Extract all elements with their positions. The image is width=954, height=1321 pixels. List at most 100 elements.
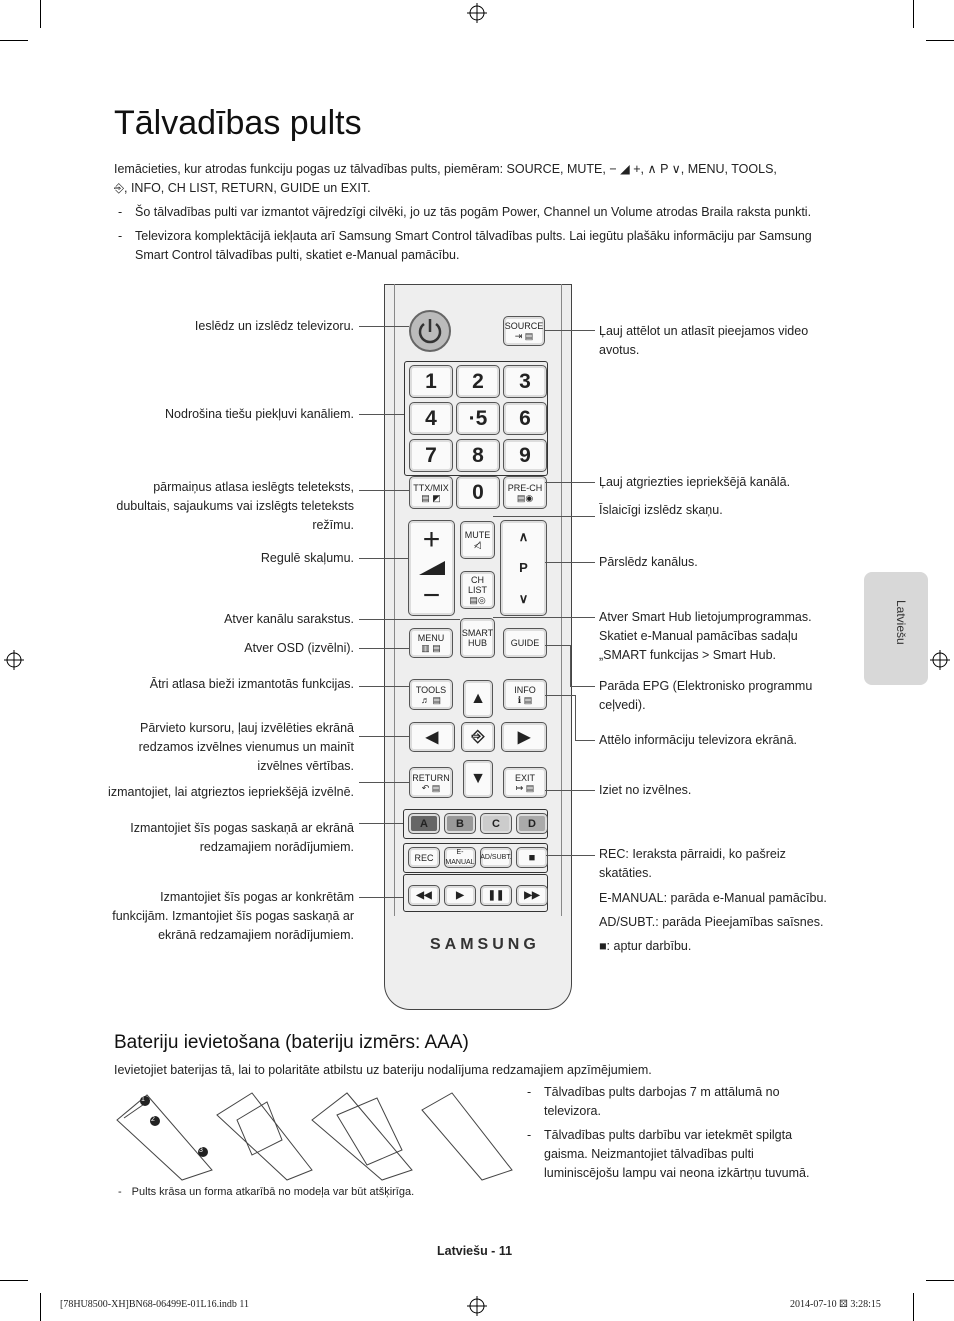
- ad-subt-button[interactable]: AD/SUBT.: [480, 847, 512, 868]
- arrow-right-button[interactable]: ▶: [501, 722, 547, 752]
- color-button-b[interactable]: B: [444, 813, 476, 834]
- callout-label: Ātri atlasa bieži izmantotās funkcijas.: [149, 677, 354, 691]
- volume-up-icon: +: [422, 523, 441, 556]
- callout-label: Izmantojiet šīs pogas ar konkrētām funkc…: [112, 890, 354, 942]
- ttx-mix-button[interactable]: TTX/MIX▤ ◩: [409, 476, 453, 509]
- crop-mark: [40, 1293, 41, 1321]
- callout-line: [359, 326, 409, 327]
- callout-line: [493, 617, 595, 618]
- intro-line: ⎆, INFO, CH LIST, RETURN, GUIDE un EXIT.: [114, 181, 371, 195]
- volume-rocker[interactable]: + −: [408, 520, 455, 616]
- play-icon: ▶: [456, 890, 464, 901]
- battery-heading: Bateriju ievietošana (bateriju izmērs: A…: [114, 1032, 469, 1053]
- stop-icon: ■: [528, 851, 536, 864]
- ch-list-button[interactable]: CH LIST▤◎: [460, 571, 495, 609]
- callout-line: [546, 855, 595, 856]
- digit-button[interactable]: 1: [409, 365, 453, 398]
- return-button[interactable]: RETURN↶ ▤: [409, 767, 453, 798]
- callout-line: [359, 619, 460, 620]
- registration-mark-icon: [467, 1296, 487, 1316]
- intro-text: Iemācieties, kur atrodas funkciju pogas …: [114, 160, 834, 198]
- page-title: Tālvadības pults: [114, 104, 362, 142]
- registration-mark-icon: [930, 650, 950, 670]
- power-button[interactable]: [409, 310, 451, 352]
- arrow-up-button[interactable]: ▲: [463, 680, 493, 718]
- step-number: 2: [151, 1116, 155, 1123]
- guide-button[interactable]: GUIDE: [503, 628, 547, 658]
- callout-line: [575, 740, 595, 741]
- arrow-down-button[interactable]: ▼: [463, 760, 493, 798]
- play-button[interactable]: ▶: [444, 885, 476, 906]
- numpad-area: [404, 361, 548, 476]
- digit-button[interactable]: ·5: [456, 402, 500, 435]
- callout-label: Regulē skaļumu.: [260, 551, 354, 565]
- callout-label: REC: Ieraksta pārraidi, ko pašreiz skatā…: [599, 847, 786, 880]
- crop-mark: [40, 0, 41, 28]
- callout-label: Īslaicīgi izslēdz skaņu.: [599, 503, 723, 517]
- callout-label: Atver Smart Hub lietojumprogrammas. Skat…: [599, 610, 812, 662]
- callout-label: Ieslēdz un izslēdz televizoru.: [194, 319, 354, 333]
- callout-line: [545, 645, 570, 646]
- arrow-right-icon: ▶: [517, 729, 531, 746]
- arrow-left-button[interactable]: ◀: [409, 722, 455, 752]
- digit-button[interactable]: 0: [456, 476, 500, 509]
- callout-label: Parāda EPG (Elektronisko programmu ceļve…: [599, 679, 813, 712]
- channel-down-icon: ∨: [518, 591, 529, 607]
- enter-button[interactable]: ⎆: [461, 722, 495, 752]
- callout-line: [359, 414, 404, 415]
- callout-line: [493, 516, 595, 517]
- digit-button[interactable]: 2: [456, 365, 500, 398]
- pre-ch-button[interactable]: PRE-CH▤◉: [503, 476, 547, 509]
- channel-up-icon: ∧: [518, 528, 529, 544]
- fast-forward-button[interactable]: ▶▶: [516, 885, 548, 906]
- digit-button[interactable]: 6: [503, 402, 547, 435]
- power-icon: [418, 319, 442, 344]
- rewind-button[interactable]: ◀◀: [408, 885, 440, 906]
- intro-line: Iemācieties, kur atrodas funkciju pogas …: [114, 162, 777, 176]
- enter-icon: ⎆: [471, 728, 485, 745]
- brand-logo: SAMSUNG: [430, 936, 540, 953]
- callout-label: ■: aptur darbību.: [599, 939, 692, 953]
- callout-label: Ļauj atgriezties iepriekšējā kanālā.: [599, 475, 791, 489]
- battery-text: Ievietojiet baterijas tā, lai to polarit…: [114, 1063, 652, 1077]
- callout-label: izmantojiet, lai atgrieztos iepriekšējā …: [108, 785, 354, 799]
- tools-button[interactable]: TOOLS♬ ▤: [409, 679, 453, 710]
- digit-button[interactable]: 7: [409, 439, 453, 472]
- smart-hub-button[interactable]: SMART HUB: [460, 618, 495, 658]
- exit-button[interactable]: EXIT↦ ▤: [503, 767, 547, 798]
- stop-button[interactable]: ■: [516, 847, 548, 868]
- digit-button[interactable]: 4: [409, 402, 453, 435]
- callout-line: [575, 695, 576, 740]
- rewind-icon: ◀◀: [416, 890, 432, 901]
- callout-label: Atver kanālu sarakstus.: [224, 612, 354, 626]
- digit-button[interactable]: 9: [503, 439, 547, 472]
- callout-line: [570, 686, 595, 687]
- pause-button[interactable]: ❚❚: [480, 885, 512, 906]
- rec-button[interactable]: REC: [408, 847, 440, 868]
- channel-rocker[interactable]: ∧ P ∨: [500, 520, 547, 616]
- digit-button[interactable]: 3: [503, 365, 547, 398]
- callout-label: Atver OSD (izvēlni).: [244, 641, 354, 655]
- callout-label: Ļauj attēlot un atlasīt pieejamos video …: [599, 324, 809, 357]
- callout-line: [545, 482, 595, 483]
- menu-button[interactable]: MENU▥ ▤: [409, 628, 453, 658]
- registration-mark-icon: [467, 3, 487, 23]
- volume-level-icon: [418, 561, 445, 575]
- crop-mark: [926, 40, 954, 41]
- color-button-d[interactable]: D: [516, 813, 548, 834]
- mute-button[interactable]: MUTE◁̸: [460, 521, 495, 559]
- arrow-left-icon: ◀: [425, 729, 439, 746]
- arrow-down-icon: ▼: [470, 770, 486, 787]
- language-tab: Latviešu: [864, 572, 928, 685]
- registration-mark-icon: [4, 650, 24, 670]
- color-button-a[interactable]: A: [408, 813, 440, 834]
- source-button[interactable]: SOURCE⇥ ▤: [503, 316, 545, 346]
- e-manual-button[interactable]: E-MANUAL: [444, 847, 476, 868]
- crop-mark: [926, 1280, 954, 1281]
- fast-forward-icon: ▶▶: [524, 890, 540, 901]
- callout-line: [359, 558, 408, 559]
- color-button-c[interactable]: C: [480, 813, 512, 834]
- callout-line: [359, 823, 403, 824]
- digit-button[interactable]: 8: [456, 439, 500, 472]
